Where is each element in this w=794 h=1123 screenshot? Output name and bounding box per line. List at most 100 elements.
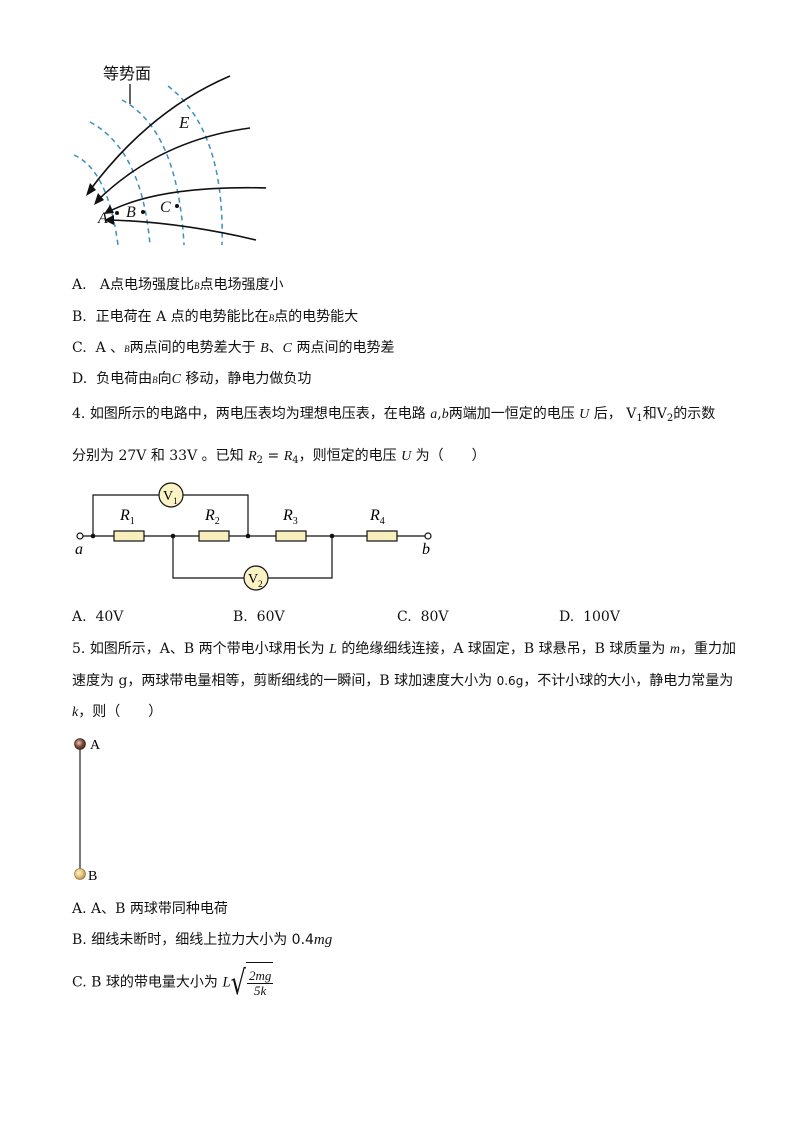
var-u: U: [579, 407, 590, 422]
var-b: B: [194, 281, 200, 291]
ball-b-label: B: [88, 869, 97, 884]
denominator: 5k: [254, 982, 267, 998]
r3-label: R3: [282, 507, 298, 527]
option-label: C.: [72, 340, 87, 356]
terminal-a-label: a: [75, 541, 83, 558]
text: 的绝缘细线连接，A 球固定，B 球悬吊，B 球质量为: [341, 641, 666, 657]
q5-stem-line3: k，则（ ）: [72, 703, 162, 722]
q5-option-b: B. 细线未断时，细线上拉力大小为 0.4mg: [72, 931, 332, 949]
field-label-e: E: [178, 113, 190, 132]
var-v: V: [626, 406, 637, 422]
subscript: 2: [256, 455, 264, 466]
text: 如图所示，A、B 两个带电小球用长为: [89, 641, 325, 657]
text: ，则（ ）: [78, 704, 163, 720]
option-text: A. A、B 两球带同种电荷: [72, 901, 228, 917]
text: 和: [642, 406, 657, 422]
option-text: C. B 球的带电量大小为: [72, 974, 218, 991]
var-c: C: [282, 341, 292, 356]
resistors: [113, 530, 398, 542]
var-l: L: [222, 974, 231, 991]
hanging-balls-diagram: A B: [74, 738, 101, 884]
q3-option-d: D. 负电荷由B向C 移动，静电力做负功: [72, 370, 311, 389]
q4-stem-line2: 分别为 27V 和 33V 。已知 R2 = R4，则恒定的电压 U 为（ ）: [72, 447, 486, 470]
question-number: 4.: [72, 406, 86, 422]
voltmeters: [158, 482, 269, 591]
var-u: U: [401, 449, 412, 464]
field-lines: [89, 75, 266, 241]
ball-b: [74, 868, 86, 880]
text: ,: [437, 406, 442, 422]
q3-option-c: C. A 、B两点间的电势差大于 B、C 两点间的电势差: [72, 339, 394, 358]
text: 正电荷在 A 点的电势能比在: [95, 309, 269, 325]
q4-option-d: D. 100V: [559, 608, 620, 626]
var-m: m: [669, 642, 680, 657]
option-label: A.: [72, 609, 87, 625]
q3-option-a: A. A点电场强度比B点电场强度小: [72, 276, 284, 295]
terminal-b-label: b: [422, 541, 430, 558]
var-b: B: [124, 344, 130, 354]
q5-stem-line1: 5. 如图所示，A、B 两个带电小球用长为 L 的绝缘细线连接，A 球固定，B …: [72, 640, 736, 659]
q5-stem-line2: 速度为 g，两球带电量相等，剪断细线的一瞬间，B 球加速度大小为 0.6g，不计…: [72, 672, 733, 690]
var-b: B: [152, 375, 158, 385]
text: 移动，静电力做负功: [185, 371, 312, 387]
tension-value: 0.4: [291, 932, 314, 948]
equipotential-label: 等势面: [103, 64, 151, 83]
var-c: C: [171, 372, 181, 387]
acceleration-value: 0.6g: [496, 674, 524, 688]
var-k: k: [72, 705, 79, 720]
text: A: [99, 277, 111, 293]
text: 向: [157, 371, 172, 387]
text: 点电场强度小: [199, 277, 284, 293]
r4-label: R4: [369, 507, 385, 527]
q5-option-a: A. A、B 两球带同种电荷: [72, 900, 228, 918]
subscript: 2: [666, 413, 674, 424]
var-a: a: [430, 407, 438, 422]
arrowheads: [86, 183, 114, 225]
ball-a-label: A: [90, 738, 101, 753]
var-r: R: [283, 449, 293, 464]
text: 为（ ）: [415, 448, 486, 464]
question-number: 5.: [72, 641, 86, 657]
text: 、: [268, 340, 283, 356]
text: 负电荷由: [96, 371, 153, 387]
q4-stem-line1: 4. 如图所示的电路中，两电压表均为理想电压表，在电路 a,b两端加一恒定的电压…: [72, 405, 715, 428]
subscript: 1: [636, 413, 643, 424]
v1-label: V1: [163, 489, 178, 506]
equipotential-lines: [73, 85, 223, 246]
q4-option-a: A. 40V: [72, 608, 123, 626]
text: ，不计小球的大小，静电力常量为: [523, 673, 734, 689]
option-label: A.: [72, 277, 87, 293]
v2-label: V2: [248, 572, 263, 589]
text: 的示数: [673, 406, 716, 422]
text: 后，: [593, 406, 622, 422]
point-b-label: B: [126, 204, 136, 221]
option-value: 40V: [95, 609, 124, 625]
var-b: B: [268, 313, 275, 323]
option-label: C.: [397, 609, 412, 625]
subscript: 4: [292, 455, 299, 466]
option-text: B. 细线未断时，细线上拉力大小为: [72, 932, 288, 948]
text: ，则恒定的电压: [298, 448, 397, 464]
option-value: 100V: [583, 609, 620, 625]
text: 点的电势能大: [274, 309, 359, 325]
text: 两点间的电势差: [296, 340, 395, 356]
r2-label: R2: [204, 507, 220, 527]
option-label: D.: [559, 609, 575, 625]
q4-option-c: C. 80V: [397, 608, 449, 626]
point-a-label: A: [97, 210, 108, 227]
var-v: V: [656, 406, 667, 422]
text: 如图所示的电路中，两电压表均为理想电压表，在电路: [89, 406, 426, 422]
text: 两端加一恒定的电压: [448, 406, 575, 422]
q3-option-b: B. 正电荷在 A 点的电势能比在B点的电势能大: [72, 308, 358, 327]
text: 点电场强度比: [110, 277, 195, 293]
circuit-diagram: R1 R2 R3 R4 V1 V2 a b: [75, 482, 432, 591]
q4-option-b: B. 60V: [233, 608, 285, 626]
option-label: B.: [72, 309, 87, 325]
option-value: 60V: [256, 609, 285, 625]
var-b: B: [260, 341, 269, 356]
var-l: L: [329, 642, 337, 657]
electric-field-diagram: 等势面 E A B C: [73, 64, 266, 246]
var-b: b: [441, 407, 449, 422]
